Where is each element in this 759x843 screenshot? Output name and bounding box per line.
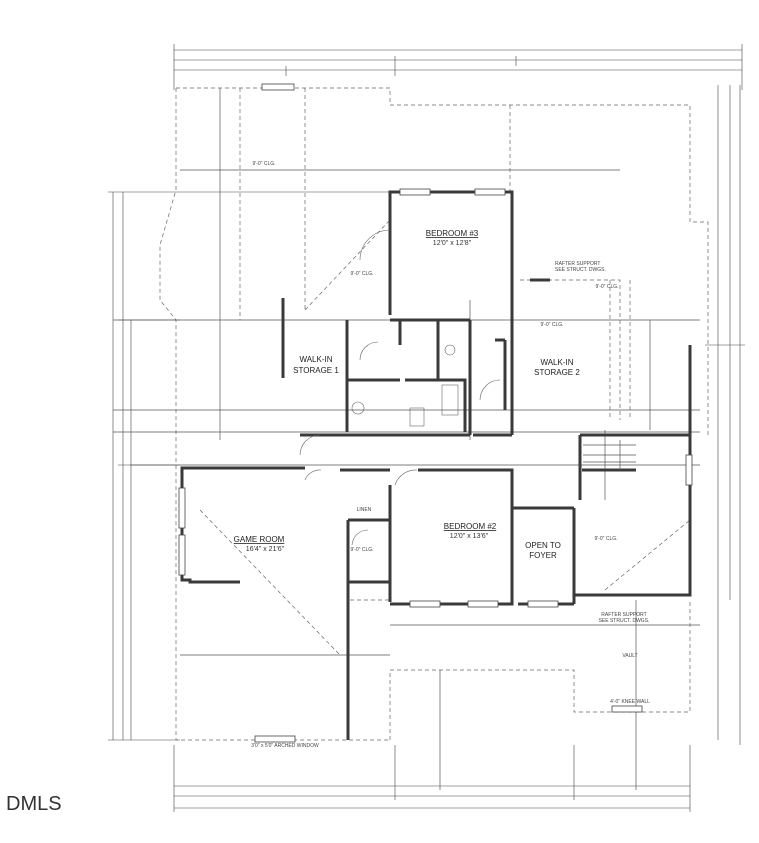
- walkin1-name: WALK-IN: [299, 355, 332, 364]
- clg-note-f: 9'-0" CLG.: [252, 161, 275, 167]
- bedroom2-name: BEDROOM #2: [444, 522, 497, 531]
- rafter-note-2b: SEE STRUCT. DWGS.: [599, 618, 650, 624]
- room-labels: BEDROOM #3 12'0" x 12'8" WALK-IN STORAGE…: [234, 229, 581, 560]
- bedroom3-walls: [388, 190, 514, 315]
- walkin2-name2: STORAGE 2: [534, 368, 580, 377]
- dimension-lines-right: [705, 85, 745, 745]
- plan-notes: LINEN 9'-0" CLG. 9'-0" CLG. 9'-0" CLG. 9…: [251, 161, 650, 749]
- linen-note: LINEN: [357, 507, 372, 513]
- bedroom3-name: BEDROOM #3: [426, 229, 479, 238]
- arched-window-note: 3'0" x 5'0" ARCHED WINDOW: [251, 743, 319, 749]
- clg-note-c: 9'-0" CLG.: [595, 284, 618, 290]
- walkin2-name: WALK-IN: [540, 358, 573, 367]
- windows: [178, 83, 693, 743]
- knee-wall-note: 4'-0" KNEE WALL: [610, 699, 650, 705]
- doors: [299, 229, 501, 546]
- clg-note-e: 9'-0" CLG.: [594, 536, 617, 542]
- dimension-lines-top: [173, 44, 743, 90]
- stairs: [583, 440, 636, 470]
- bedroom3-size: 12'0" x 12'8": [433, 240, 472, 247]
- clg-note-d: 9'-0" CLG.: [350, 547, 373, 553]
- roof-outline: [159, 87, 709, 741]
- gameroom-walls: [180, 466, 240, 584]
- vault-note: VAULT: [622, 653, 637, 659]
- bedroom2-size: 12'0" x 13'6": [450, 533, 489, 540]
- walls: [180, 190, 692, 740]
- bedroom2-walls: [390, 468, 514, 606]
- clg-note-a: 9'-0" CLG.: [350, 271, 373, 277]
- dimension-lines-bottom: [173, 745, 691, 812]
- rafter-note-1b: SEE STRUCT. DWGS.: [555, 267, 606, 273]
- foyer-name2: FOYER: [529, 551, 557, 560]
- dmls-watermark: DMLS: [6, 793, 62, 815]
- walkin1-name2: STORAGE 1: [293, 366, 339, 375]
- foyer-name: OPEN TO: [525, 541, 561, 550]
- clg-note-b: 9'-0" CLG.: [540, 322, 563, 328]
- gameroom-name: GAME ROOM: [234, 535, 285, 544]
- rafter-note-2: RAFTER SUPPORT: [601, 612, 646, 618]
- rafter-note-1: RAFTER SUPPORT: [555, 261, 600, 267]
- gameroom-size: 16'4" x 21'6": [246, 546, 285, 553]
